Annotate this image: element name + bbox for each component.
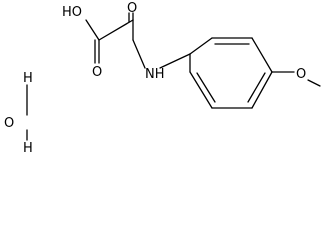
bond-ho-c1 xyxy=(85,19,100,41)
bond-c2-n xyxy=(132,39,146,69)
hydroxyl-label: HO xyxy=(62,5,82,20)
water-hydrogen-top-label: H xyxy=(23,71,33,86)
carbonyl-oxygen-lower-label: O xyxy=(92,65,102,80)
water-oxygen-label: O xyxy=(4,116,14,131)
bond-o-methyl xyxy=(307,79,321,87)
ring-bond-1 xyxy=(189,37,213,55)
ring-double-2 xyxy=(247,72,266,103)
ether-oxygen-label: O xyxy=(296,67,306,82)
ring-bond-3 xyxy=(251,37,273,73)
water-hydrogen-bottom-label: H xyxy=(23,141,33,155)
ring-double-3 xyxy=(196,72,216,103)
ring-bond-4 xyxy=(251,71,273,109)
chemical-structure: HO O O NH O H O H xyxy=(4,1,321,155)
bond-c1-c2 xyxy=(98,19,134,41)
bond-n-ring xyxy=(159,53,191,69)
ring-bond-6 xyxy=(189,71,213,109)
amine-label: NH xyxy=(145,67,165,82)
carbonyl-oxygen-upper-label: O xyxy=(127,1,137,16)
